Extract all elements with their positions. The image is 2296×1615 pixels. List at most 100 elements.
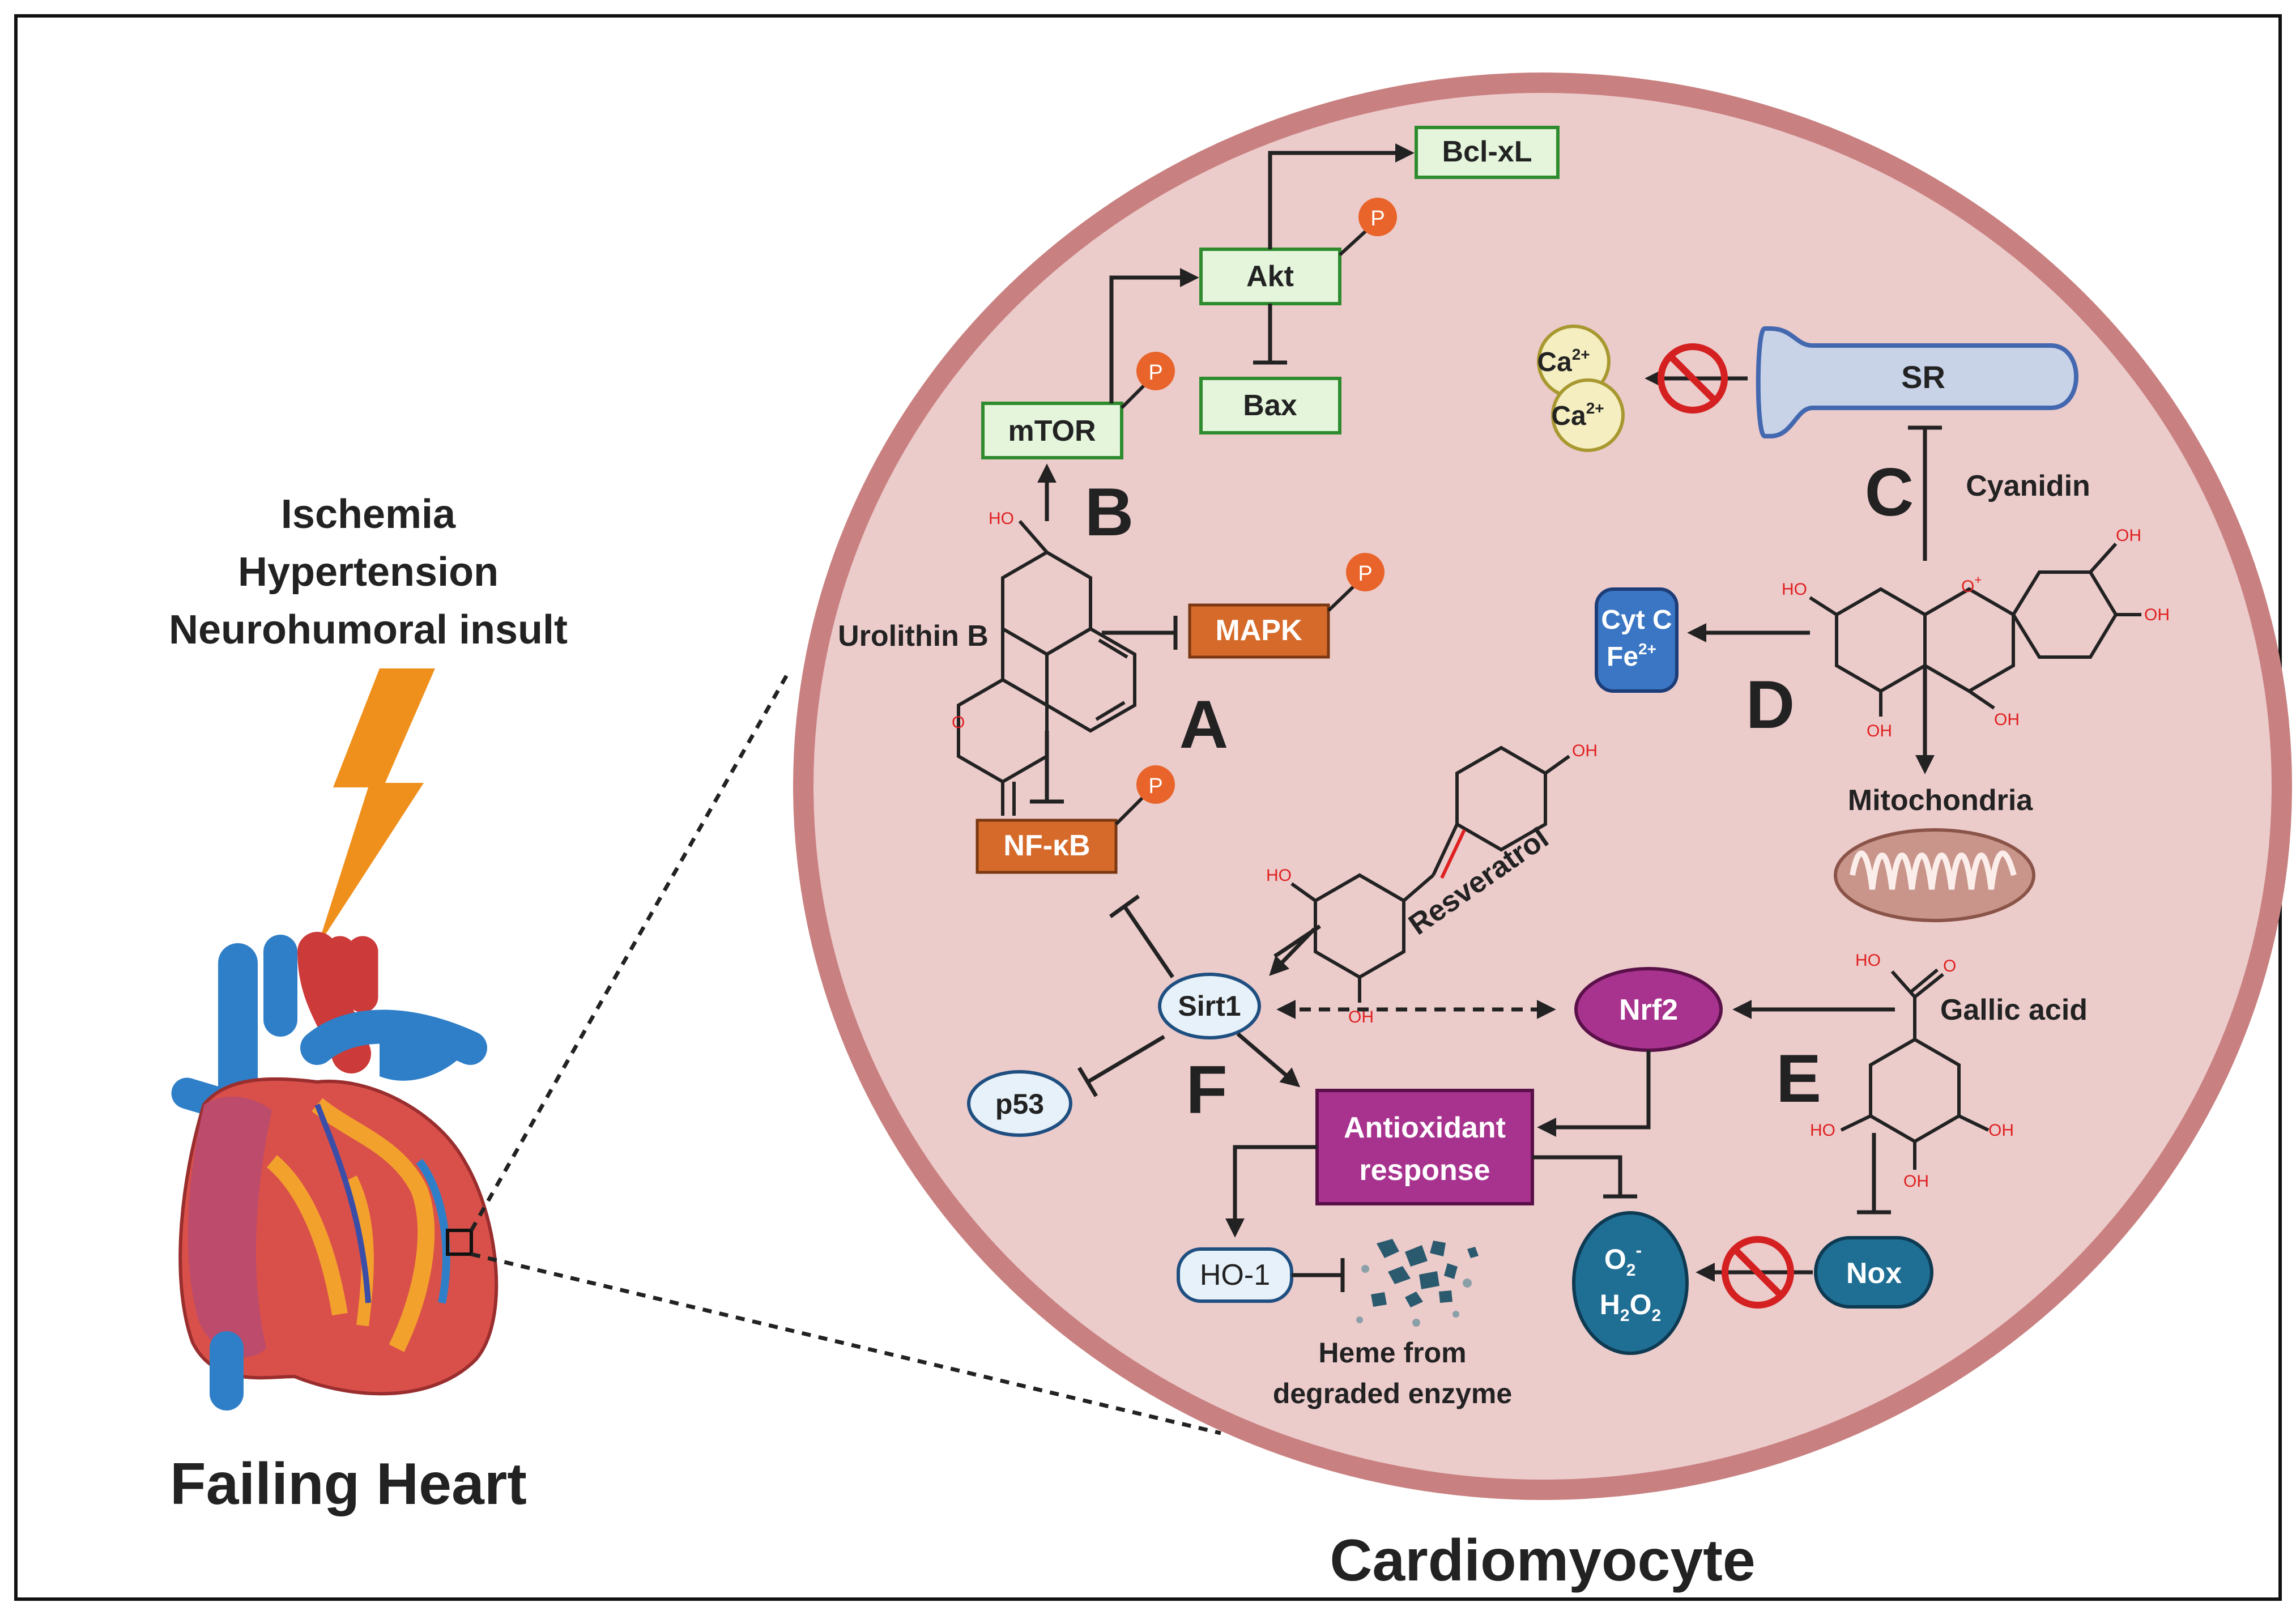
- mapk-phospho-label: P: [1358, 562, 1372, 586]
- ros-superoxide-label: O2-: [1604, 1240, 1642, 1280]
- akt-phospho-label: P: [1370, 207, 1385, 231]
- cyanidin-oh-right-label: OH: [1994, 710, 2020, 729]
- insults-list: Ischemia Hypertension Neurohumoral insul…: [169, 492, 568, 653]
- section-letter-b: B: [1085, 474, 1134, 550]
- heme-line1: Heme from: [1318, 1337, 1466, 1369]
- akt-phospho-icon: [1358, 198, 1397, 236]
- calcium-label-2: Ca2+: [1551, 399, 1604, 431]
- mapk-box: [1188, 603, 1330, 659]
- cyanidin-ho-label: HO: [1782, 580, 1807, 599]
- heart-icon: [171, 932, 499, 1411]
- calcium-label-1: Ca2+: [1537, 346, 1590, 377]
- cytc-line1: Cyt C: [1601, 605, 1672, 635]
- nfkb-phospho-label: P: [1148, 774, 1162, 798]
- sirt1-inhibits-p53: [1087, 1034, 1165, 1084]
- section-f: Sirt1 p53 F: [967, 894, 1556, 1137]
- bclxl-box: [1415, 126, 1560, 179]
- section-d: Cyt C Fe2+ D Mitochondria: [1595, 587, 2035, 922]
- ho1-label: HO-1: [1200, 1259, 1270, 1292]
- p53-node: [967, 1070, 1072, 1137]
- nrf2-label: Nrf2: [1619, 994, 1678, 1026]
- zoom-line-top: [469, 673, 790, 1232]
- urolithin-ho-label: HO: [989, 509, 1014, 528]
- nfkb-phospho-icon: [1136, 765, 1175, 804]
- ho1-heme: HO-1 Heme from degraded enzyme: [1177, 1239, 1512, 1409]
- resveratrol-structure: [1290, 745, 1570, 1003]
- gallic-oh-bottom-label: OH: [1903, 1172, 1929, 1191]
- cell-caption: Cardiomyocyte: [1330, 1528, 1755, 1593]
- bax-label: Bax: [1243, 389, 1297, 422]
- antioxidant-response: Antioxidant response: [1225, 1050, 1651, 1238]
- ros-peroxide-label: H2O2: [1600, 1289, 1661, 1325]
- antioxidant-box: [1315, 1089, 1534, 1205]
- zoom-square: [446, 1229, 473, 1256]
- gallic-oh-right-label: OH: [1988, 1121, 2014, 1140]
- cyanidin-oh-side-label: OH: [2144, 606, 2170, 624]
- resveratrol-sirt1-arrow-line: [1269, 927, 1316, 976]
- akt-to-bclxl-arrow: [1268, 143, 1415, 249]
- cardiomyocyte-cell: [793, 73, 2292, 1500]
- p53-label: p53: [995, 1088, 1044, 1120]
- section-b: Bcl-xL Akt Bax mTOR P P B: [981, 126, 1560, 550]
- gallic-ho-left-label: HO: [1810, 1121, 1835, 1140]
- section-e: Nrf2 Gallic acid HO O HO OH OH E Nox: [1572, 951, 2088, 1355]
- gallic-acid-structure: [1840, 968, 1990, 1170]
- nfkb-label: NF-κB: [1003, 829, 1090, 862]
- section-letter-f: F: [1186, 1052, 1227, 1128]
- akt-label: Akt: [1246, 260, 1294, 293]
- sirt1-to-antioxidant-arrow: [1236, 1032, 1301, 1088]
- nfkb-box: [976, 819, 1118, 874]
- urolithin-ring-o-label: O: [952, 713, 965, 732]
- section-a: HO O O Urolithin B MAPK P NF-κB P A: [838, 509, 1385, 874]
- cyanidin-oh-top-label: OH: [2116, 526, 2141, 545]
- insult-ischemia: Ischemia: [281, 492, 456, 537]
- resveratrol-ho-top-label: HO: [1266, 866, 1292, 885]
- nox-node: [1814, 1236, 1933, 1309]
- ros-node: [1572, 1211, 1689, 1355]
- mitochondria-icon: [1834, 828, 2035, 922]
- bclxl-label: Bcl-xL: [1442, 135, 1532, 168]
- sirt1-inhibits-nfkb: [1123, 905, 1174, 978]
- urolithin-b-label: Urolithin B: [838, 620, 989, 653]
- sr-label: SR: [1901, 359, 1945, 395]
- heart-caption: Failing Heart: [170, 1451, 527, 1517]
- gallic-ho-top-label: HO: [1855, 951, 1881, 970]
- gallic-acid-label: Gallic acid: [1940, 994, 2088, 1026]
- calcium-ion-2: [1551, 378, 1625, 452]
- cytc-box: [1595, 587, 1679, 693]
- no-sign-icon: [1722, 1236, 1794, 1309]
- sirt1-label: Sirt1: [1178, 990, 1241, 1022]
- no-sign-icon: [1658, 343, 1728, 414]
- mitochondria-label: Mitochondria: [1848, 784, 2034, 817]
- cyanidin-oh-bottom-label: OH: [1867, 722, 1892, 740]
- lightning-bolt-icon: [317, 668, 435, 947]
- nox-label: Nox: [1846, 1257, 1902, 1290]
- antioxidant-line1: Antioxidant: [1344, 1111, 1506, 1144]
- cyanidin-o-plus-label: O+: [1961, 573, 1982, 596]
- insult-hypertension: Hypertension: [238, 549, 499, 595]
- resveratrol-oh-right-label: OH: [1572, 742, 1598, 760]
- section-letter-d: D: [1746, 667, 1795, 743]
- section-c: SR Ca2+ Ca2+ C Cyanidin HO OH OH OH OH: [1537, 325, 2170, 740]
- mapk-phospho-icon: [1346, 553, 1385, 591]
- antioxidant-line2: response: [1359, 1154, 1490, 1187]
- heme-fragments-icon: [1356, 1239, 1479, 1327]
- mtor-phospho-icon: [1136, 352, 1175, 390]
- mtor-label: mTOR: [1008, 415, 1096, 448]
- mtor-box: [981, 402, 1123, 459]
- mtor-phospho-label: P: [1148, 361, 1162, 385]
- sr-shape: [1756, 326, 2078, 438]
- section-letter-e: E: [1776, 1041, 1821, 1117]
- bax-box: [1199, 377, 1341, 434]
- insult-neurohumoral: Neurohumoral insult: [169, 607, 568, 653]
- gallic-carbonyl-o-label: O: [1943, 957, 1956, 975]
- mapk-label: MAPK: [1215, 614, 1302, 647]
- sirt1-node: [1158, 973, 1261, 1039]
- antioxidant-inhibits-ros: [1532, 1155, 1622, 1196]
- section-letter-a: A: [1179, 687, 1229, 762]
- heme-line2: degraded enzyme: [1273, 1378, 1512, 1409]
- cyanidin-label: Cyanidin: [1966, 470, 2090, 502]
- nrf2-to-antioxidant-arrow: [1537, 1050, 1651, 1137]
- mtor-to-akt-arrow: [1109, 268, 1199, 403]
